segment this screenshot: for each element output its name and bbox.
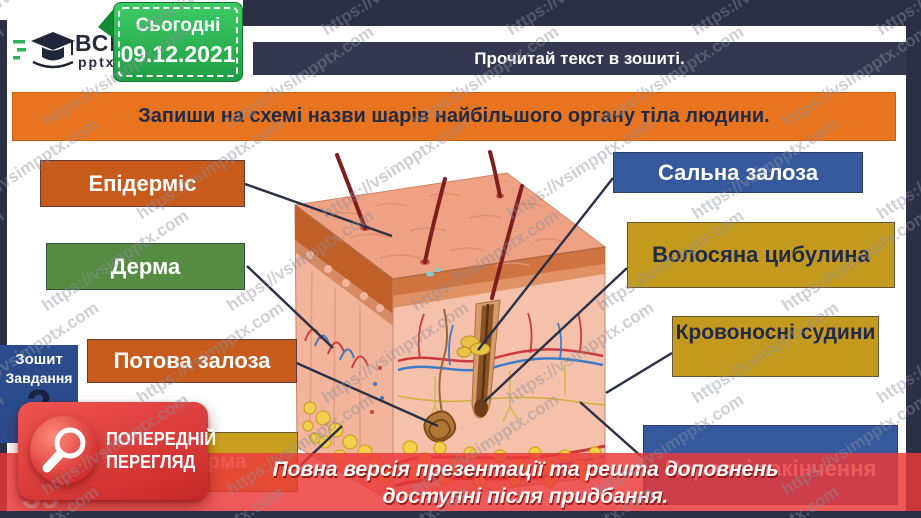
label-sweat-gland: Потова залоза (87, 339, 297, 383)
magnifier-circle (30, 416, 98, 484)
instruction-bar: Прочитай текст в зошиті. (253, 42, 906, 75)
purchase-banner-line1: Повна версія презентації та решта доповн… (272, 458, 779, 481)
logo-sub-text: pptx (78, 54, 116, 70)
slide-frame-top (243, 0, 921, 26)
purchase-banner-line2: доступні після придбання. (382, 485, 669, 508)
label-epidermis: Епідерміс (40, 160, 245, 207)
task-banner: Запиши на схемі назви шарів найбільшого … (12, 92, 896, 141)
date-badge-title: Сьогодні (135, 15, 221, 36)
skin-diagram-image (293, 150, 607, 503)
slide-frame-right (906, 0, 921, 518)
preview-badge-line1: ПОПЕРЕДНІЙ (106, 429, 217, 449)
slide-frame-bottom (0, 511, 921, 518)
preview-badge-line2: ПЕРЕГЛЯД (106, 452, 196, 472)
preview-badge: ПОПЕРЕДНІЙ ПЕРЕГЛЯД (18, 402, 216, 500)
notebook-ribbon-line1: Зошит (15, 351, 63, 368)
label-sebaceous-gland: Сальна залоза (613, 152, 863, 193)
label-blood-vessels: Кровоносні судини (672, 316, 879, 377)
label-hair-bulb: Волосяна цибулина (627, 222, 895, 288)
date-badge-dashed-border (118, 7, 238, 77)
magnifier-icon (42, 427, 86, 473)
notebook-ribbon-line2: Завдання (5, 370, 73, 386)
label-derma: Дерма (46, 243, 245, 290)
graduation-cap-icon (13, 32, 75, 69)
date-badge: Сьогодні 09.12.2021 (113, 2, 243, 82)
preview-badge-text: ПОПЕРЕДНІЙ ПЕРЕГЛЯД (106, 428, 216, 474)
date-badge-date: 09.12.2021 (120, 41, 236, 67)
slide-frame-left (0, 20, 7, 518)
